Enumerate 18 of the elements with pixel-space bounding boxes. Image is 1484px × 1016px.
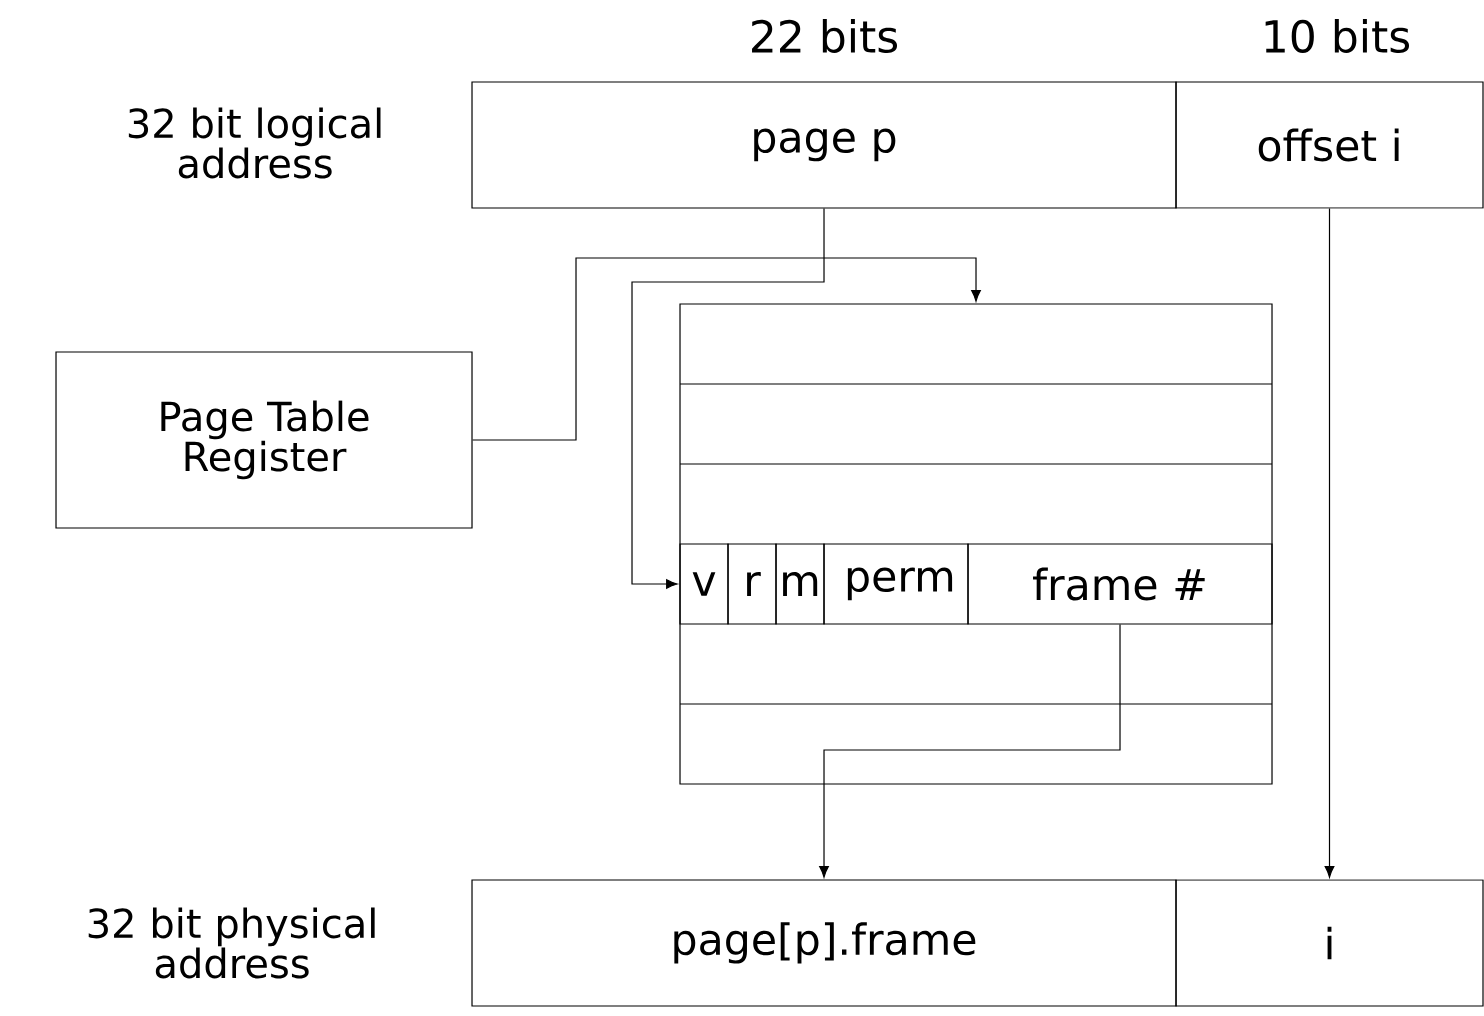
address-field: offset i [1175, 81, 1484, 209]
table-cell: m [775, 543, 825, 625]
table-cell: frame # [967, 543, 1273, 625]
address-label: 32 bit logical address [128, 107, 381, 179]
bit-width-label: 10 bits [1265, 18, 1410, 53]
address-field: page[p].frame [471, 879, 1177, 1007]
table-cell: perm [823, 543, 969, 625]
address-field: page p [471, 81, 1177, 209]
arrow [631, 208, 825, 589]
arrow [819, 624, 1121, 878]
arrow [472, 257, 981, 441]
register-box: Page Table Register [55, 351, 473, 529]
arrow [1324, 208, 1335, 878]
page-table [679, 303, 1273, 785]
table-cell: r [727, 543, 777, 625]
address-label: 32 bit physical address [88, 907, 375, 979]
table-cell: v [679, 543, 729, 625]
address-field: i [1175, 879, 1484, 1007]
